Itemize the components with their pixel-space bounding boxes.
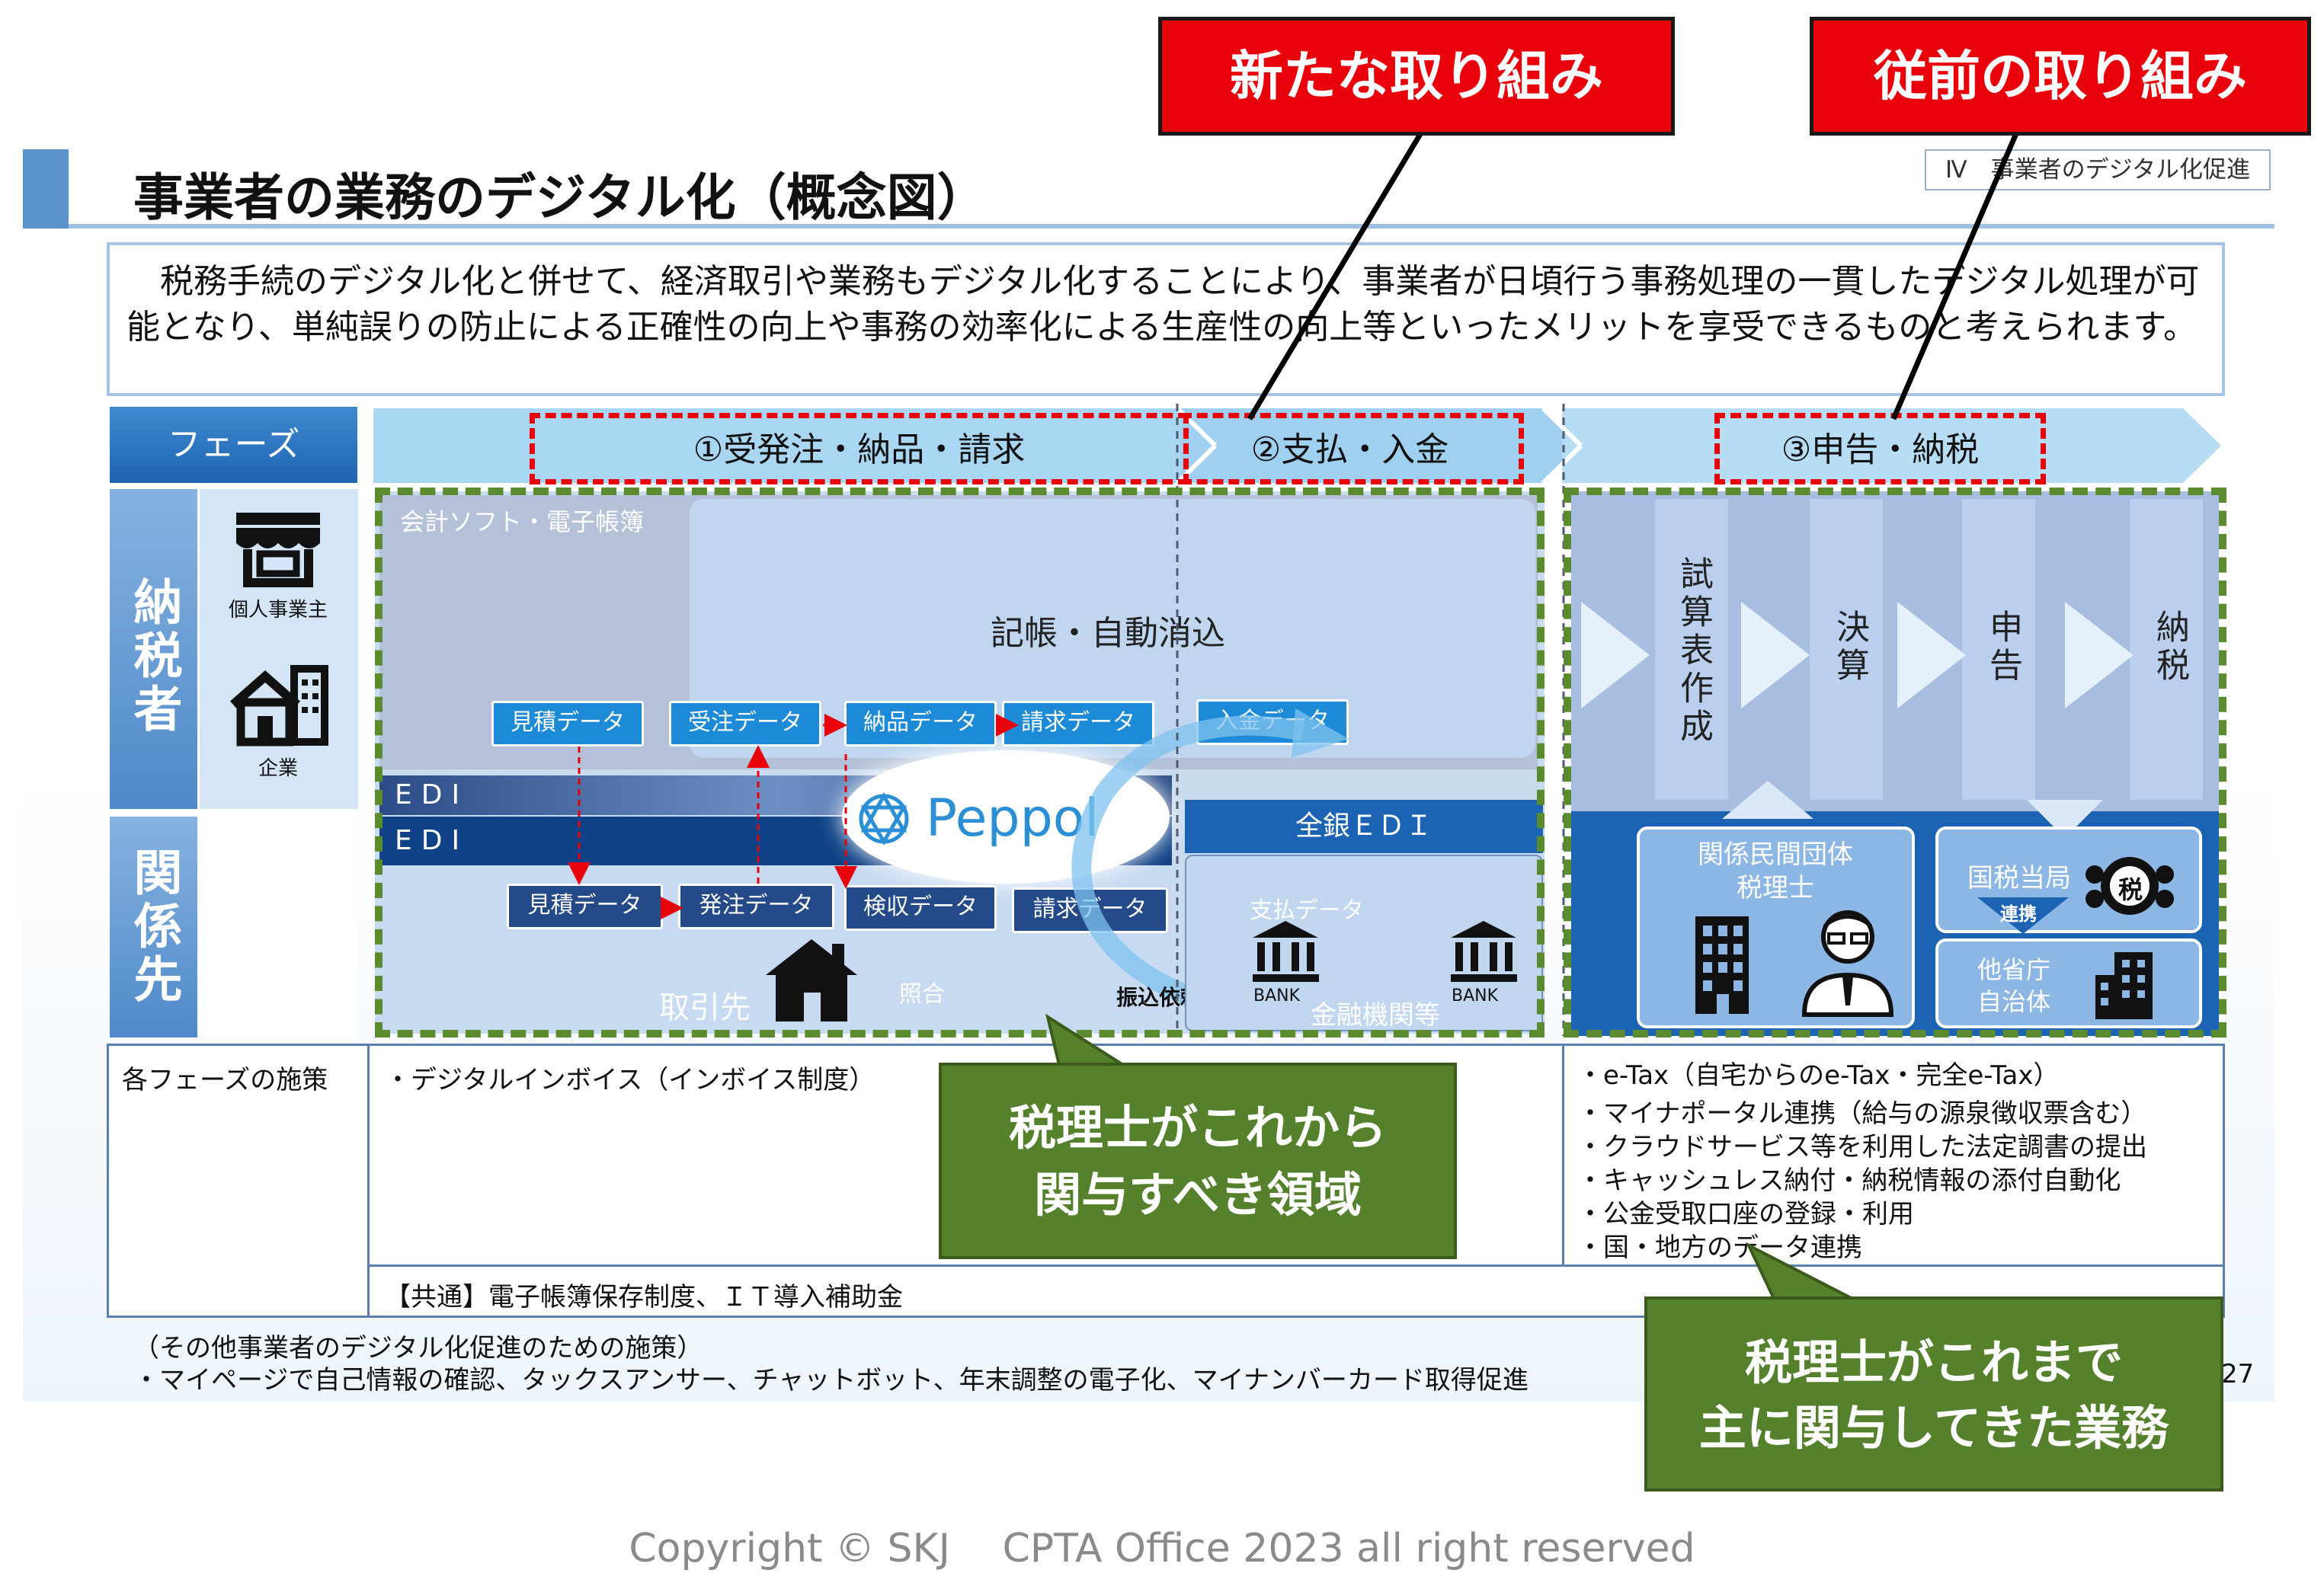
- title-bar: [23, 149, 2274, 229]
- step-trial-balance: 試算表作成: [1674, 556, 1713, 747]
- shop-icon: [236, 513, 320, 587]
- fin-inst-label: 金融機関等: [1311, 1000, 1440, 1031]
- chip-invoice-top: 請求データ: [1002, 701, 1154, 747]
- payment-data-label: 支払データ: [1250, 897, 1364, 924]
- peppol-icon: [859, 792, 909, 846]
- bookkeeping-label: 記帳・自動消込: [991, 614, 1225, 653]
- step-filing: 申告: [1983, 609, 2022, 686]
- row-taxpayer: 納税者: [110, 489, 197, 809]
- measure-right-1: ・マイナポータル連携（給与の源泉徴収票含む）: [1577, 1098, 2147, 1129]
- phase-2-label: ②支払・入金: [1250, 430, 1449, 469]
- section-tag: Ⅳ 事業者のデジタル化促進: [1925, 149, 2271, 190]
- bank-icon-2: [1451, 921, 1517, 982]
- nta-label: 国税当局: [1967, 863, 2071, 894]
- link-arrow-icon: [1977, 897, 2069, 934]
- tax-seal-icon: [2086, 857, 2174, 915]
- page-number: 27: [2221, 1359, 2255, 1389]
- step-col-2: [1810, 499, 1883, 800]
- measure-right-2: ・クラウドサービス等を利用した法定調書の提出: [1577, 1132, 2147, 1162]
- phase-1: ①受発注・納品・請求: [530, 413, 1189, 484]
- zengin-edi: 全銀ＥＤＩ: [1185, 800, 1543, 853]
- measure-right-5: ・国・地方のデータ連携: [1577, 1233, 1862, 1263]
- step-col-1: [1655, 499, 1728, 800]
- measure-right-3: ・キャッシュレス納付・納税情報の添付自動化: [1577, 1165, 2121, 1196]
- measure-right-4: ・公金受取口座の登録・利用: [1577, 1199, 1914, 1229]
- assoc-label: 関係民間団体 税理士: [1698, 839, 1853, 903]
- bank-icon-1: [1253, 921, 1319, 982]
- link-label: 連携: [2000, 903, 2037, 925]
- measures-divider-1: [367, 1044, 370, 1318]
- chip-purchase-order: 発注データ: [678, 884, 834, 929]
- phase-2: ②支払・入金: [1181, 413, 1524, 484]
- peppol-logo: Peppol: [926, 788, 1100, 849]
- bank-label-2: BANK: [1452, 986, 1499, 1006]
- copyright: Copyright © SKJ CPTA Office 2023 all rig…: [629, 1526, 1695, 1571]
- house-icon: [766, 939, 857, 1021]
- page-title: 事業者の業務のデジタル化（概念図）: [133, 168, 988, 227]
- flow-arrows: [568, 714, 1019, 919]
- step-settlement: 決算: [1830, 609, 1869, 686]
- new-initiatives-callout: 新たな取り組み: [1158, 17, 1675, 136]
- process-chevrons: [1581, 602, 2134, 708]
- row-related-label: 関係先: [125, 847, 182, 1007]
- past-domain-callout: 税理士がこれまで 主に関与してきた業務: [1644, 1296, 2223, 1491]
- measures-common: 【共通】電子帳簿保存制度、ＩＴ導入補助金: [385, 1282, 903, 1312]
- footer-line-2: ・マイページで自己情報の確認、タックスアンサー、チャットボット、年末調整の電子化…: [133, 1365, 1529, 1396]
- past-domain-frame: [1564, 488, 2226, 1037]
- footer-line-1: （その他事業者のデジタル化促進のための施策）: [133, 1333, 703, 1364]
- chip-estimate-bottom: 見積データ: [507, 884, 663, 929]
- tax-accountant-icon: [1801, 910, 1894, 1017]
- phase-3-label: ③申告・納税: [1781, 430, 1980, 469]
- other-box: [1935, 938, 2202, 1028]
- phase-3: ③申告・納税: [1714, 413, 2046, 484]
- row-taxpayer-label: 納税者: [125, 577, 182, 737]
- tax-seal-label: 税: [2118, 875, 2143, 904]
- partner-label: 取引先: [659, 990, 751, 1025]
- process-arrows: [1722, 781, 2103, 838]
- prior-initiatives-callout: 従前の取り組み: [1810, 17, 2311, 136]
- individual-label: 個人事業主: [228, 599, 328, 622]
- future-domain-callout: 税理士がこれから 関与すべき領域: [939, 1063, 1457, 1259]
- measures-left: ・デジタルインボイス（インボイス制度）: [385, 1065, 876, 1095]
- chip-inspection: 検収データ: [844, 885, 997, 931]
- software-label: 会計ソフト・電子帳簿: [400, 507, 645, 536]
- chip-delivery: 納品データ: [844, 701, 997, 747]
- phase-label: フェーズ: [110, 407, 357, 483]
- measures-divider-2: [1562, 1044, 1564, 1264]
- callout-lines: [1247, 125, 2022, 420]
- measures-divider-3: [367, 1264, 2225, 1267]
- step-payment: 納税: [2150, 609, 2189, 686]
- intro-text: 税務手続のデジタル化と併せて、経済取引や業務もデジタル化することにより、事業者が…: [107, 242, 2225, 396]
- title-accent: [23, 149, 69, 229]
- phase-1-label: ①受発注・納品・請求: [693, 430, 1026, 469]
- company-icon: [230, 665, 328, 747]
- other-label: 他省庁 自治体: [1977, 955, 2051, 1016]
- related-spacer: [200, 817, 358, 1037]
- measure-right-0: ・e-Tax（自宅からのe-Tax・完全e-Tax）: [1577, 1060, 2060, 1091]
- phase-arrows: [373, 406, 2221, 485]
- chip-order-received: 受注データ: [669, 701, 821, 747]
- transfer-curve: [1071, 708, 1349, 1023]
- row-related: 関係先: [110, 817, 197, 1037]
- step-col-4: [2130, 499, 2203, 800]
- bank-label-1: BANK: [1253, 986, 1301, 1006]
- chip-estimate-top: 見積データ: [491, 701, 644, 747]
- future-domain-frame: [375, 488, 1545, 1037]
- gov-building-icon: [2095, 952, 2153, 1019]
- building-icon: [1695, 916, 1749, 1014]
- measures-label: 各フェーズの施策: [122, 1065, 328, 1095]
- company-label: 企業: [258, 757, 298, 780]
- match-label: 照合: [899, 981, 945, 1008]
- step-col-3: [1962, 499, 2035, 800]
